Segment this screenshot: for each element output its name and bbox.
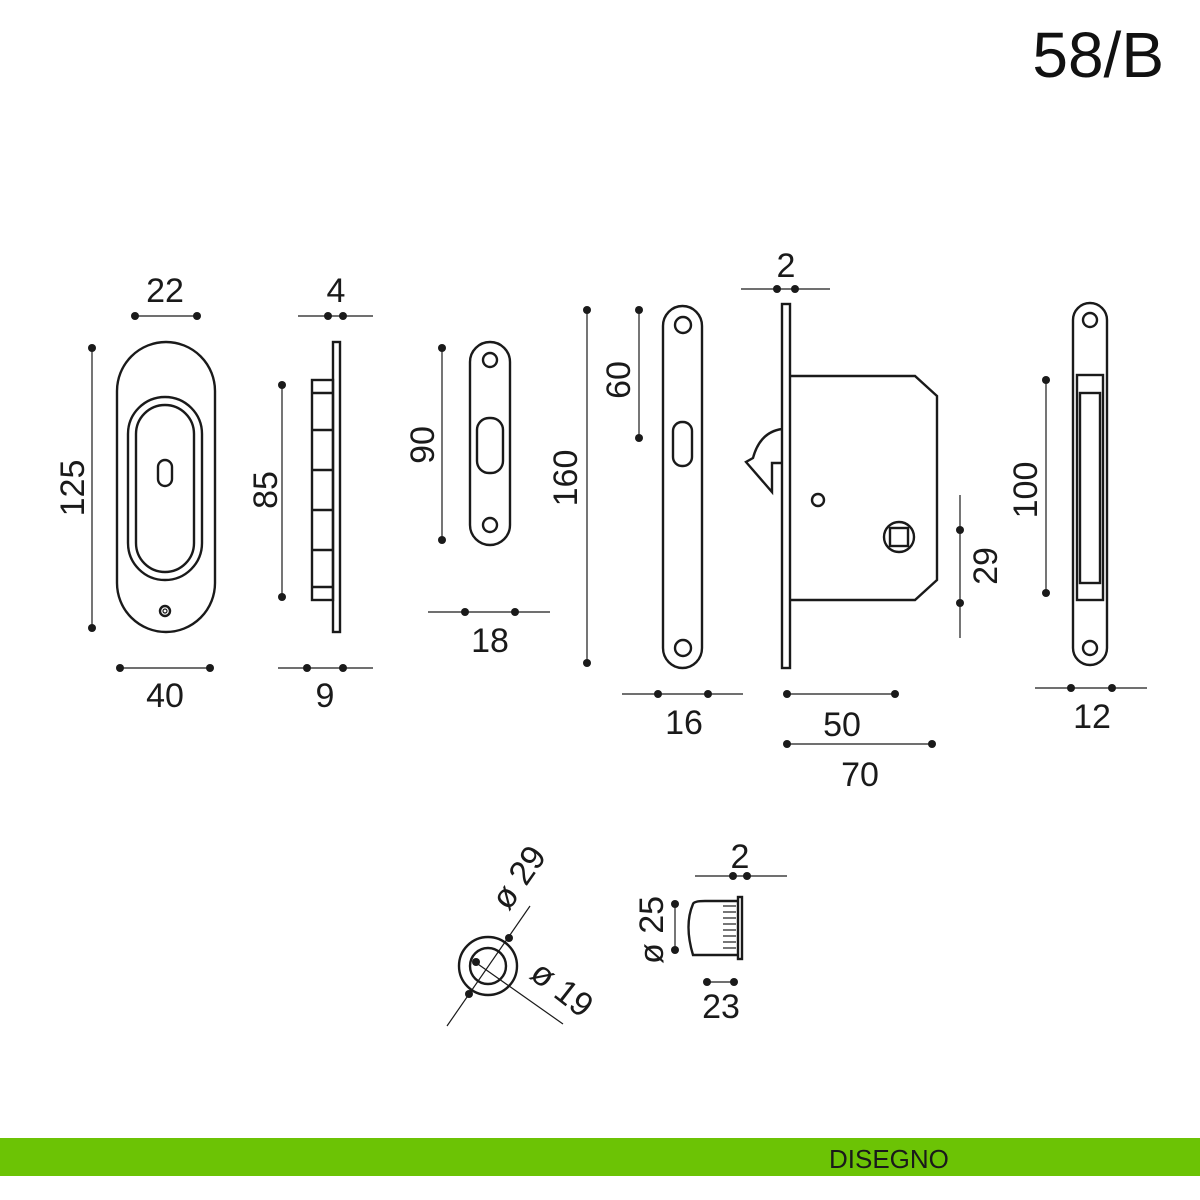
dim-lock-backset: 29 <box>967 547 1005 585</box>
dim-knob-inner: ø 19 <box>523 953 600 1025</box>
escutcheon-side: 4 85 9 <box>247 272 373 715</box>
dim-escutcheon-height: 125 <box>54 460 92 517</box>
strike-plate: 100 12 <box>1007 301 1147 736</box>
escutcheon-front: 22 125 40 <box>54 272 217 715</box>
face-plate: 160 60 16 <box>547 304 743 742</box>
dim-small-plate-height: 90 <box>404 426 442 464</box>
dim-face-plate-offset: 60 <box>600 361 638 399</box>
product-code: 58/B <box>1032 19 1164 91</box>
dim-side-bottom: 9 <box>316 677 335 715</box>
dim-small-plate-width: 18 <box>471 622 509 660</box>
dim-escutcheon-width-bottom: 40 <box>146 677 184 715</box>
knob: ø 29 ø 19 <box>446 839 600 1027</box>
dim-face-plate-width: 16 <box>665 704 703 742</box>
dim-cylinder-flange: 2 <box>731 838 750 876</box>
dim-knob-outer: ø 29 <box>484 839 554 917</box>
footer-bar: DISEGNO <box>0 1138 1200 1176</box>
lock-body: 2 29 50 70 <box>741 247 1005 794</box>
dim-escutcheon-width-top: 22 <box>146 272 184 310</box>
dim-cylinder-diameter: ø 25 <box>633 896 671 964</box>
footer-label: DISEGNO <box>829 1144 949 1174</box>
dim-face-plate-height: 160 <box>547 450 585 507</box>
dim-lock-total: 70 <box>841 756 879 794</box>
dim-lock-depth: 50 <box>823 706 861 744</box>
dim-strike-width: 12 <box>1073 698 1111 736</box>
dim-side-top: 4 <box>327 272 346 310</box>
small-plate: 90 18 <box>404 340 550 660</box>
dim-side-height: 85 <box>247 471 285 509</box>
dim-lock-plate: 2 <box>777 247 796 285</box>
dim-cylinder-length: 23 <box>702 988 740 1026</box>
cylinder: 2 ø 25 23 <box>633 838 787 1026</box>
dim-strike-height: 100 <box>1007 462 1045 519</box>
